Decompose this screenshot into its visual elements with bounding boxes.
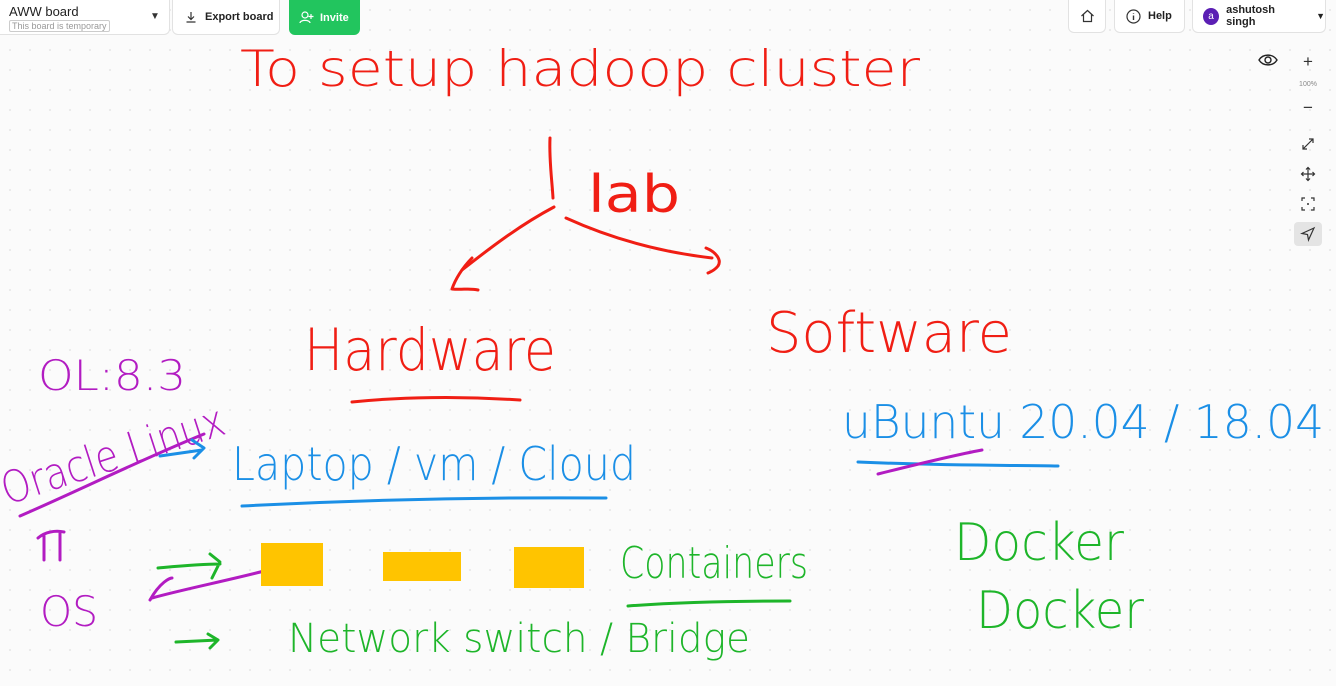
ol-version-label: OL:8.3: [38, 351, 186, 400]
fullscreen-button[interactable]: [1294, 132, 1322, 156]
move-icon: [1300, 166, 1316, 182]
zoom-out-button[interactable]: −: [1294, 96, 1322, 120]
export-board-label: Export board: [205, 11, 274, 23]
help-label: Help: [1148, 10, 1172, 22]
help-button[interactable]: Help: [1114, 0, 1185, 33]
ubuntu-underline-purple: [876, 448, 984, 476]
chevron-down-icon[interactable]: ▼: [150, 11, 160, 22]
zoom-in-button[interactable]: +: [1294, 50, 1322, 74]
docker-label-1: Docker: [954, 513, 1125, 573]
arrow-to-hardware: [460, 205, 556, 272]
oracle-linux-underline: [18, 432, 206, 518]
add-user-icon: [299, 11, 314, 24]
ubuntu-underline-blue: [856, 460, 1060, 468]
view-toggle-button[interactable]: [1257, 50, 1279, 70]
pan-button[interactable]: [1294, 162, 1322, 186]
fit-screen-button[interactable]: [1294, 192, 1322, 216]
fit-screen-icon: [1301, 197, 1315, 211]
board-temporary-badge: This board is temporary: [9, 20, 110, 32]
arrow-to-network: [174, 632, 220, 650]
arrowhead-hardware: [450, 256, 480, 292]
board-heading: To setup hadoop cluster: [240, 40, 920, 98]
laptop-vm-cloud-label: Laptop / vm / Cloud: [232, 437, 636, 491]
board-title-box[interactable]: AWW board This board is temporary ▼: [0, 0, 170, 35]
pointer-icon: [1300, 226, 1316, 242]
container-box-2: [383, 552, 461, 581]
arrowhead-software: [704, 246, 721, 275]
containers-label: Containers: [620, 538, 808, 589]
zoom-panel: + 100% −: [1294, 48, 1322, 258]
zoom-level: 100%: [1299, 81, 1317, 88]
home-icon: [1080, 9, 1094, 23]
os-label: OS: [40, 587, 98, 636]
software-label: Software: [766, 301, 1012, 366]
avatar: a: [1203, 7, 1220, 25]
title-handwriting: To setup hadoop cluster: [240, 40, 920, 98]
user-menu-button[interactable]: a ashutosh singh ▼: [1192, 0, 1326, 33]
container-box-1: [261, 543, 323, 586]
fullscreen-icon: [1302, 138, 1314, 150]
os-to-container-line: [148, 568, 270, 602]
laptop-underline: [240, 496, 608, 508]
invite-label: Invite: [320, 11, 349, 24]
eye-icon: [1258, 54, 1278, 66]
container-box-3: [514, 547, 584, 588]
invite-button[interactable]: Invite: [289, 0, 360, 35]
containers-underline: [626, 599, 792, 608]
export-board-button[interactable]: Export board: [172, 0, 280, 35]
up-arrow-stroke: [36, 529, 66, 562]
arrow-to-laptop: [158, 438, 206, 460]
info-icon: [1126, 8, 1141, 24]
network-switch-label: Network switch / Bridge: [288, 616, 750, 662]
lab-label: lab: [588, 165, 680, 225]
plus-icon: +: [1303, 52, 1313, 71]
chevron-down-icon: ▼: [1316, 11, 1325, 21]
tick-stroke: [548, 136, 555, 200]
minus-icon: −: [1303, 98, 1313, 117]
hardware-label: Hardware: [304, 316, 556, 384]
user-name: ashutosh singh: [1226, 4, 1275, 28]
pointer-tool-button[interactable]: [1294, 222, 1322, 246]
hardware-underline: [350, 396, 522, 404]
arrow-to-containers: [156, 552, 222, 580]
board-title: AWW board: [9, 4, 79, 19]
home-button[interactable]: [1068, 0, 1106, 33]
download-icon: [186, 12, 196, 23]
docker-label-2: Docker: [976, 581, 1145, 641]
ubuntu-version-label: uBuntu 20.04 / 18.04: [842, 395, 1324, 449]
arrow-to-software: [564, 216, 714, 260]
